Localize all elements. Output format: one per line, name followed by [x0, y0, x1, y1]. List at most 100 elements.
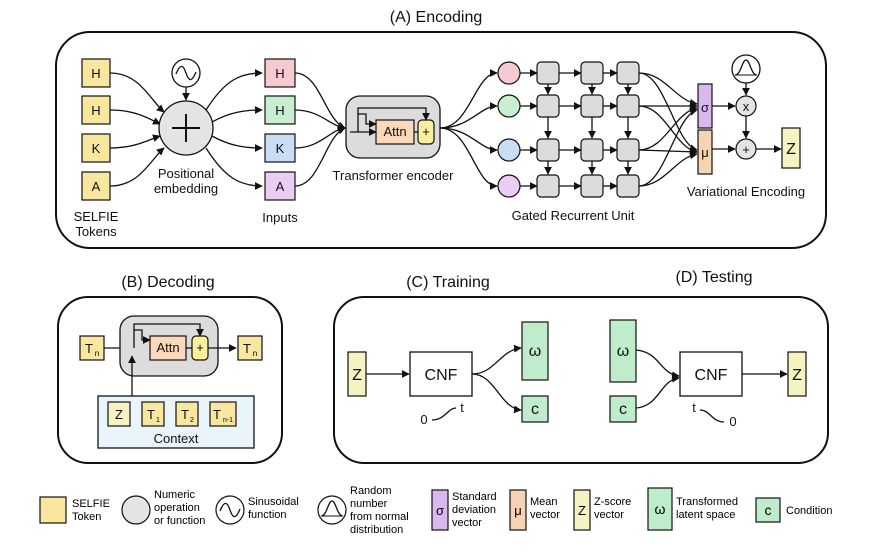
context-item-sub: n-1: [223, 417, 233, 424]
title-decoding: (B) Decoding: [121, 274, 214, 291]
gru-to-latent-arrows: [638, 72, 698, 187]
legend-random-text: number: [350, 498, 388, 510]
context-item: [107, 401, 131, 427]
input-label: H: [275, 66, 284, 81]
gru-input-circle: [497, 174, 521, 198]
input-box: [264, 95, 296, 125]
input-box: [264, 171, 296, 201]
testing-time-start: t: [692, 400, 696, 415]
decoder-input-label: T: [85, 341, 93, 356]
z-vector: [781, 127, 801, 169]
legend-mu-text: Mean: [530, 496, 558, 508]
selfie-tokens-label: SELFIE: [74, 209, 119, 224]
gru-cell: [616, 138, 640, 162]
legend-z-swatch: [573, 489, 591, 531]
legend-sigma-text: Standard: [452, 491, 497, 503]
token-box: [81, 133, 111, 163]
legend-sigma-text: vector: [452, 517, 482, 529]
training-cnf-box: [409, 351, 473, 397]
legend-random-text: from normal: [350, 511, 409, 523]
context-item-label: T: [213, 407, 221, 422]
context-item-sub: 2: [190, 417, 194, 424]
gru-cell: [536, 61, 560, 85]
decoder-output-sub: n: [253, 349, 257, 358]
training-condition-label: c: [531, 401, 539, 418]
title-encoding: (A) Encoding: [390, 9, 483, 26]
mu-vector: [697, 129, 713, 175]
testing-time-end: 0: [729, 414, 736, 429]
legend-random-text: distribution: [350, 524, 403, 536]
training-condition-box: [521, 395, 549, 423]
legend-sigma-text: deviation: [452, 504, 496, 516]
training-omega-label: ω: [529, 343, 542, 360]
decoder-input-sub: n: [95, 349, 99, 358]
legend-numeric-text: operation: [154, 502, 200, 514]
testing-time-curve: [699, 409, 725, 423]
positional-embedding-label: embedding: [154, 181, 218, 196]
token-label: H: [91, 66, 100, 81]
gru-cell: [580, 138, 604, 162]
context-items: Z T 1 T 2 T n-1: [107, 401, 237, 427]
input-embeddings: H H K A: [264, 58, 296, 201]
gru-cell: [536, 94, 560, 118]
context-item-label: Z: [115, 407, 123, 422]
gru-cell: [536, 174, 560, 198]
legend-mu-symbol: μ: [514, 503, 522, 518]
title-training: (C) Training: [406, 274, 490, 291]
legend-omega-swatch: [647, 487, 673, 531]
training-testing-panel: [333, 296, 829, 464]
gru-cell: [536, 138, 560, 162]
token-label: H: [91, 103, 100, 118]
add-norm-label: +: [196, 340, 204, 355]
legend: SELFIE Token Numeric operation or functi…: [39, 485, 832, 536]
decoder-output-label: T: [243, 341, 251, 356]
legend-condition-symbol: c: [765, 502, 772, 518]
token-label: A: [92, 179, 101, 194]
legend-random-icon: [317, 495, 347, 525]
input-box: [264, 58, 296, 88]
legend-condition-swatch: [755, 497, 781, 523]
sigma-label: σ: [701, 100, 709, 115]
context-item-label: T: [147, 407, 155, 422]
legend-mu-text: vector: [530, 509, 560, 521]
legend-mu-swatch: [509, 489, 527, 531]
gru-cell: [580, 174, 604, 198]
testing-condition-box: [609, 395, 637, 423]
testing-z-vector: [787, 351, 807, 397]
token-box: [81, 171, 111, 201]
legend-z-text: Z-score: [594, 496, 631, 508]
input-label: H: [275, 103, 284, 118]
testing-cnf-label: CNF: [695, 367, 728, 384]
input-label: A: [276, 179, 285, 194]
add-norm-label: +: [422, 124, 430, 139]
training-time-end: t: [460, 400, 464, 415]
bell-curve-icon: [734, 59, 758, 76]
legend-sinusoidal-text: Sinusoidal: [248, 496, 299, 508]
testing-z-label: Z: [792, 367, 802, 384]
attention-label: Attn: [383, 124, 406, 139]
context-item-sub: 1: [156, 417, 160, 424]
gru-grid: [520, 61, 640, 198]
gru-cell: [580, 61, 604, 85]
z-label: Z: [786, 141, 796, 158]
legend-random-text: Random: [350, 485, 392, 497]
training-z-label: Z: [352, 367, 362, 384]
context-item: [175, 401, 199, 427]
transformer-encoder-label: Transformer encoder: [333, 168, 455, 183]
gru-input-circle: [497, 61, 521, 85]
legend-sigma-swatch: [431, 489, 449, 531]
gru-cell: [616, 61, 640, 85]
training-cnf-label: CNF: [425, 367, 458, 384]
legend-z-symbol: Z: [578, 503, 586, 518]
input-label: K: [276, 141, 285, 156]
legend-selfie-swatch: [39, 496, 67, 524]
legend-numeric-text: Numeric: [154, 489, 195, 501]
variational-encoding-label: Variational Encoding: [687, 184, 805, 199]
inputs-label: Inputs: [262, 210, 298, 225]
training-omega-vector: [521, 321, 549, 381]
attention-label: Attn: [156, 340, 179, 355]
gru-cell: [616, 94, 640, 118]
gru-cell: [580, 94, 604, 118]
legend-omega-text: latent space: [676, 509, 735, 521]
